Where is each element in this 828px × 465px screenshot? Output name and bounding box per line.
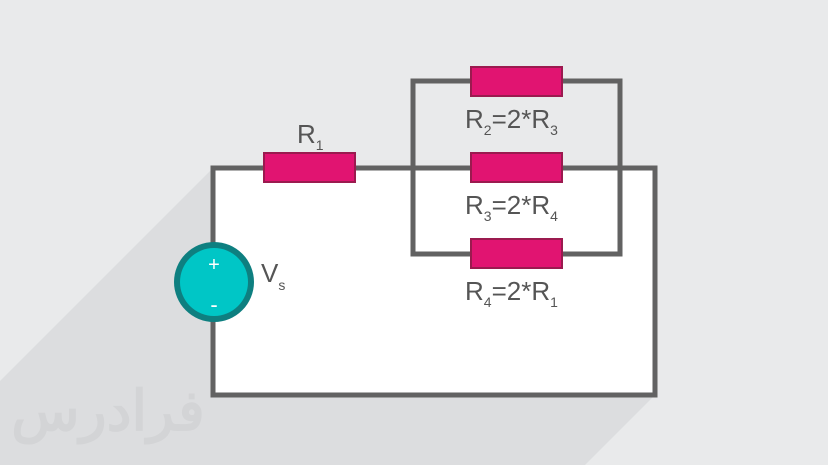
resistor-r2-label: R2=2*R3 bbox=[465, 104, 558, 138]
plus-sign: + bbox=[208, 254, 220, 276]
resistor-r1 bbox=[263, 152, 356, 183]
watermark-logo: فرادرس bbox=[11, 379, 205, 445]
voltage-source: + - bbox=[174, 242, 254, 322]
resistor-r3 bbox=[470, 152, 563, 183]
resistor-r1-label: R1 bbox=[297, 119, 324, 153]
resistor-r4-label: R4=2*R1 bbox=[465, 276, 558, 310]
circuit-panel bbox=[213, 168, 655, 395]
resistor-r4 bbox=[470, 238, 563, 269]
resistor-r2 bbox=[470, 66, 563, 97]
source-label: Vs bbox=[261, 258, 285, 293]
minus-sign: - bbox=[210, 292, 217, 317]
resistor-r3-label: R3=2*R4 bbox=[465, 190, 558, 224]
source-fill bbox=[180, 248, 248, 316]
